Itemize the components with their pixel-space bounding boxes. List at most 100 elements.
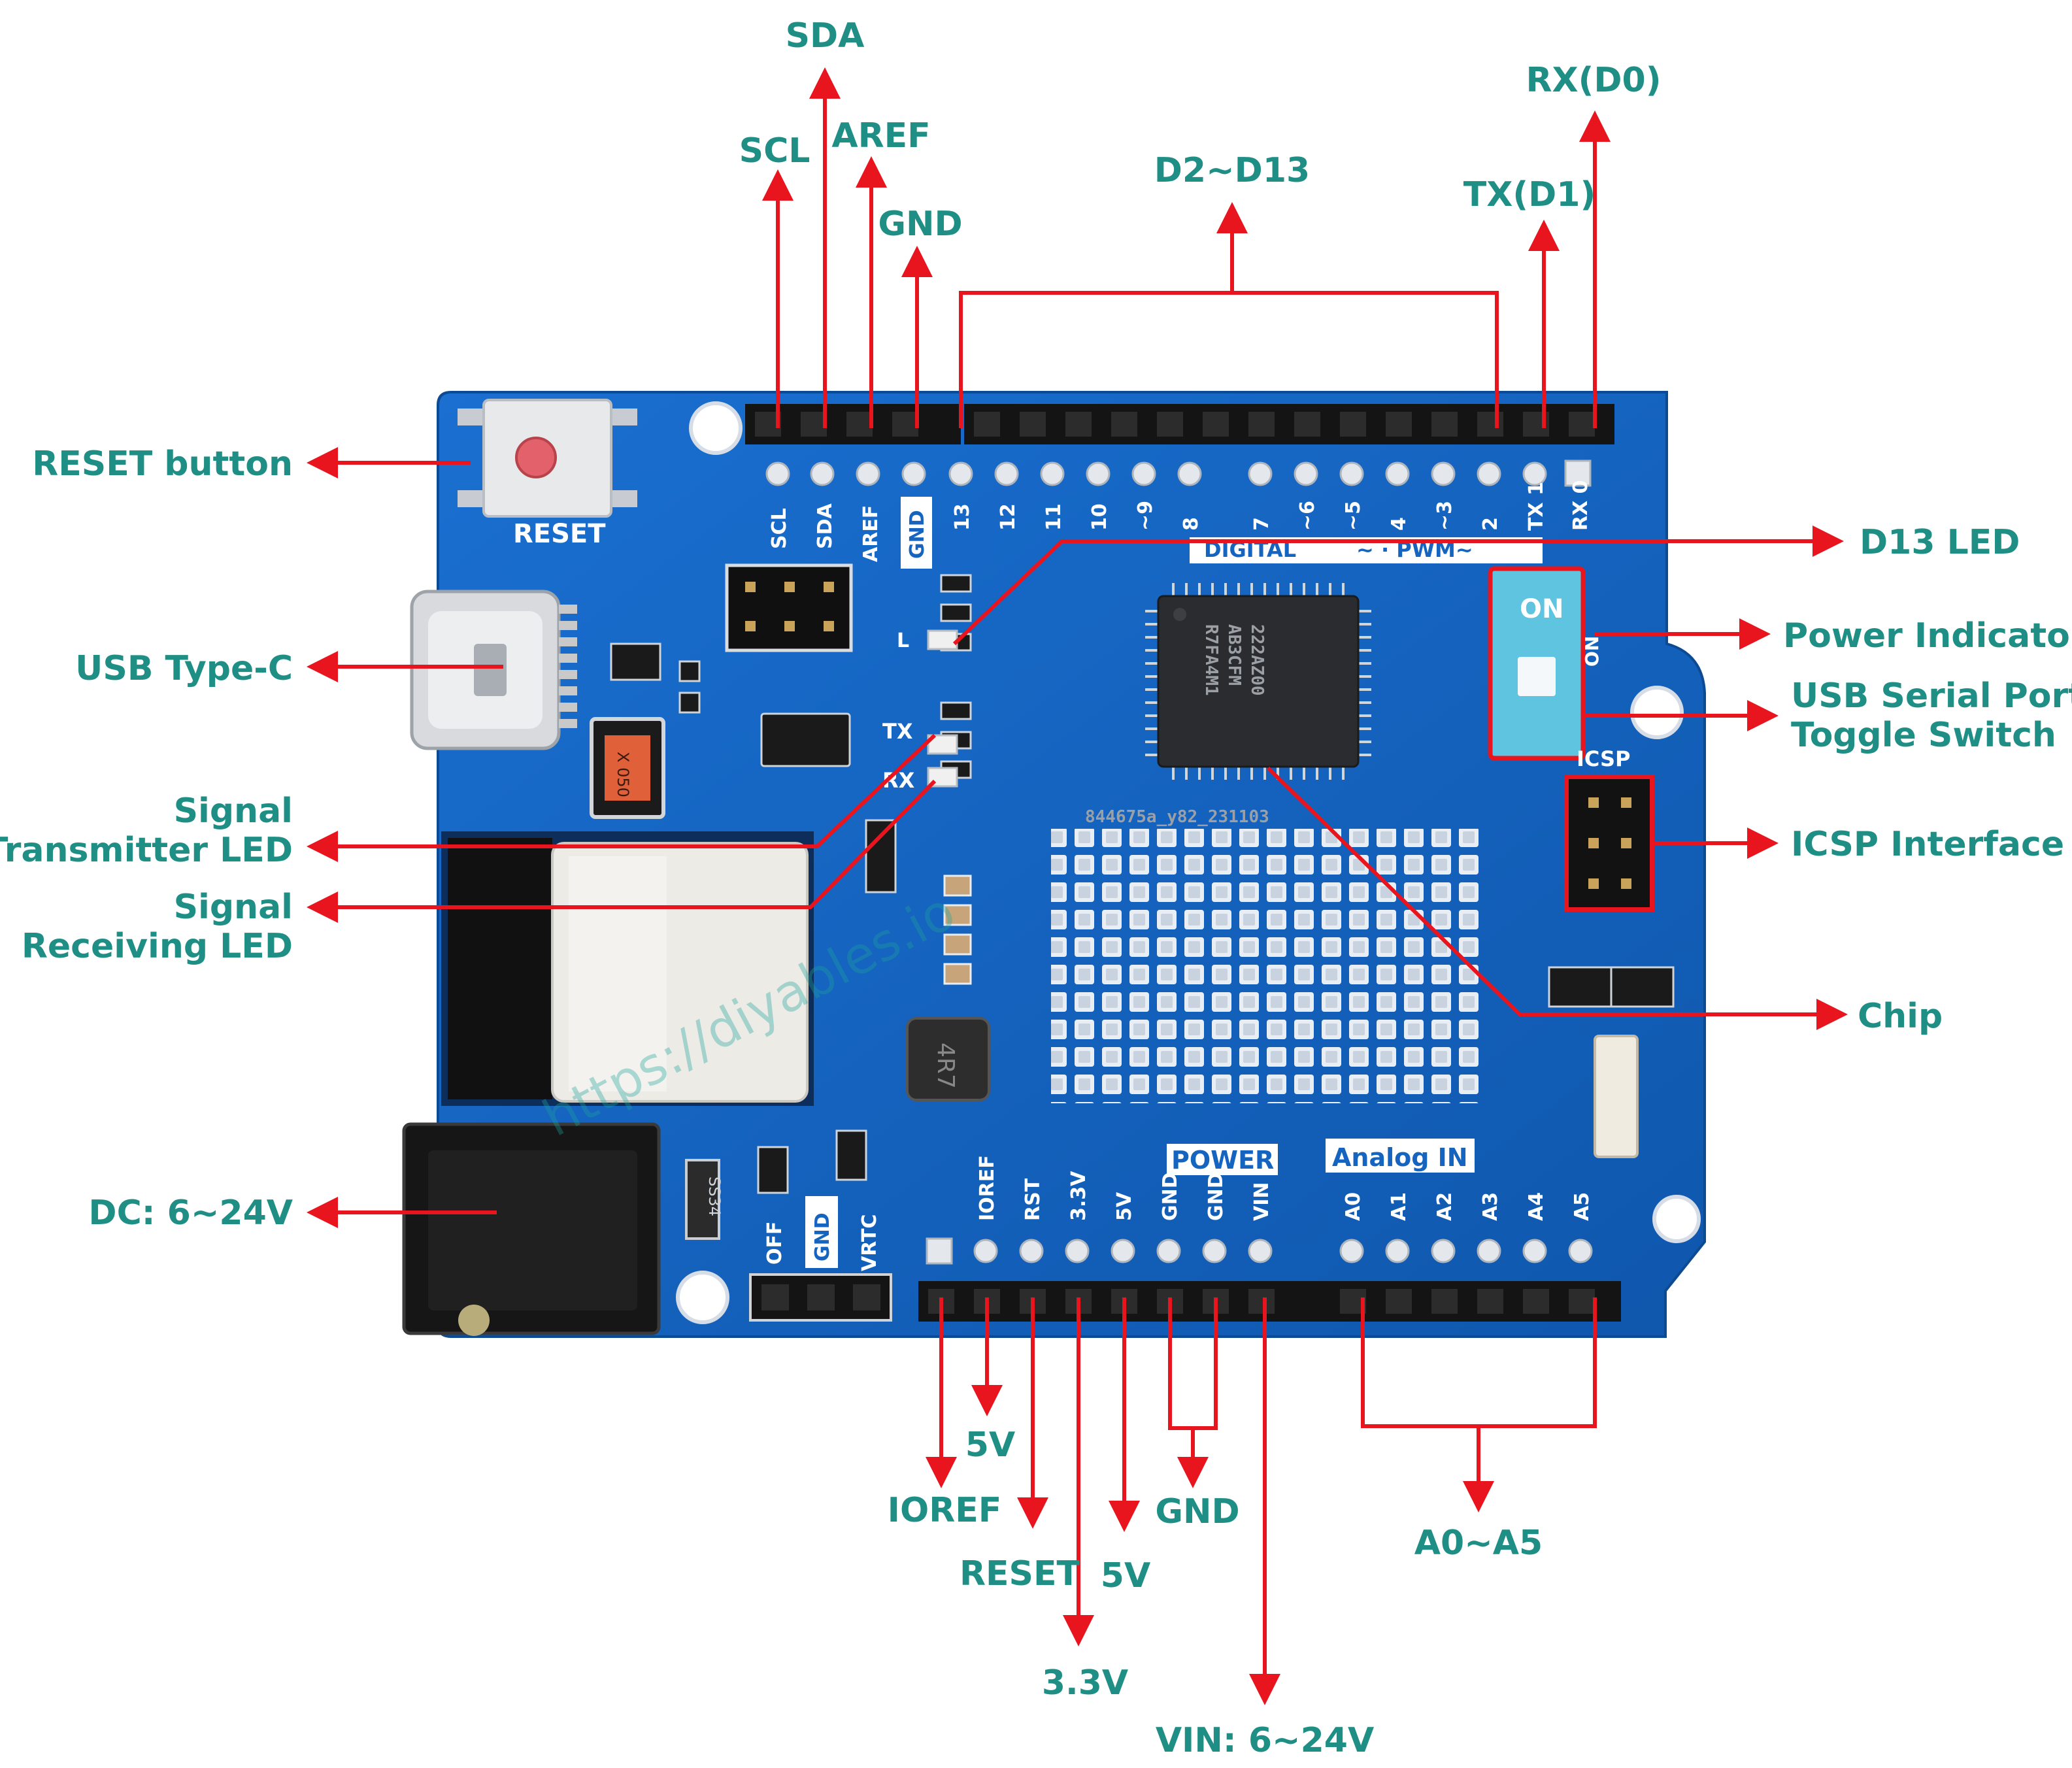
silk-analog-pin-0: A0 [1342,1192,1365,1221]
led-matrix [1051,829,1486,1103]
silk-analog-pin-1: A1 [1388,1192,1411,1221]
silk-gnd-top: GND [906,510,929,559]
label-signal-tx-2: Transmitter LED [0,831,293,870]
mount-hole [1630,686,1684,739]
silk-analog-pin-5: A5 [1571,1192,1594,1221]
label-tx-d1: TX(D1) [1463,175,1596,214]
label-reset-button: RESET button [32,444,293,484]
usb-type-c-port[interactable] [410,590,577,750]
silk-fuse: X 050 [614,752,632,797]
silk-digital-pin-8: ~5 [1342,501,1365,531]
jumper-header[interactable] [725,563,853,652]
arduino-board: RESET SCL SDA AREF GND 13 12 11 10 ~9 8 7 ~6 ~5 4… [402,391,1706,1338]
label-a0-a5: A0~A5 [1414,1524,1543,1563]
silk-digital-pin-13: RX 0 [1569,480,1592,531]
label-signal-tx-1: Signal [174,792,293,831]
reset-button-cap[interactable] [515,437,557,478]
label-sda: SDA [786,16,865,56]
silk-digital-pin-1: 12 [997,503,1020,531]
silk-l: L [897,629,909,652]
silk-digital-pin-11: 2 [1479,517,1502,531]
silk-power-pin-0: IOREF [976,1155,999,1221]
label-d13-led: D13 LED [1860,523,2020,562]
silk-digital-pin-0: 13 [951,503,974,531]
silk-on-led: ON [1581,636,1603,667]
silk-power-pin-4: GND [1159,1172,1182,1221]
label-rx-d0: RX(D0) [1526,61,1661,100]
power-pin-labels: IOREF RST 3.3V 5V GND GND VIN [976,1155,1273,1221]
label-signal-rx-1: Signal [174,888,293,927]
silk-vrtc: VRTC [858,1214,881,1271]
silk-digital-pin-6: 7 [1250,517,1273,531]
silk-gnd-sel: GND [811,1212,834,1261]
callout-labels: SDA SCL AREF GND D2~D13 TX(D1) RX(D0) RE… [0,16,2072,1760]
silk-digital-pin-4: ~9 [1134,501,1157,531]
label-signal-rx-2: Receiving LED [22,927,293,966]
mount-hole [676,1271,729,1324]
usb-serial-toggle-switch[interactable] [1488,566,1586,761]
silk-digital-pin-9: 4 [1388,517,1411,531]
silk-power: POWER [1171,1146,1274,1175]
label-ioref: IOREF [888,1491,1002,1530]
silk-digital-pin-5: 8 [1180,517,1203,531]
silk-digital-pin-2: 11 [1043,503,1065,531]
label-5v-a: 5V [965,1426,1015,1465]
silk-digital-pin-7: ~6 [1296,501,1319,531]
silk-analog-pin-4: A4 [1525,1192,1548,1221]
wifi-module [441,831,814,1106]
reset-button[interactable] [458,399,637,518]
icsp-header[interactable] [1564,775,1654,912]
mount-hole [689,401,743,455]
dc-barrel-jack[interactable] [402,1122,661,1336]
mount-hole [1652,1195,1701,1243]
digital-pin-labels: 13 12 11 10 ~9 8 7 ~6 ~5 4 ~3 2 TX 1 RX 0 [951,480,1592,531]
digital-header [745,404,1614,487]
inductor [906,1017,990,1101]
analog-pin-labels: A0 A1 A2 A3 A4 A5 [1342,1192,1594,1221]
label-5v-b: 5V [1101,1556,1150,1595]
label-reset: RESET [960,1554,1080,1593]
label-vin: VIN: 6~24V [1156,1721,1374,1760]
callout-arrows [307,67,1848,1705]
silk-sda: SDA [814,503,837,549]
silk-off: OFF [763,1222,786,1265]
chip-mark-1: R7FA4M1 [1201,624,1221,696]
silk-icsp: ICSP [1577,746,1630,771]
label-aref: AREF [831,116,930,156]
silk-tx: TX [882,719,913,744]
silk-power-pin-6: VIN [1250,1182,1273,1222]
label-icsp: ICSP Interface [1791,825,2064,864]
silk-inductor: 4R7 [932,1042,959,1089]
label-gnd-bottom: GND [1155,1492,1239,1531]
label-dc-in: DC: 6~24V [88,1193,293,1233]
silk-board-code: 844675a_y82_231103 [1085,807,1269,827]
label-3v3: 3.3V [1042,1663,1128,1703]
diode [685,1159,720,1240]
label-usb-toggle-2: Toggle Switch [1791,716,2056,755]
capacitors [943,875,972,985]
silk-switch-on: ON [1520,594,1563,624]
silk-reset: RESET [513,519,606,549]
silk-analog-pin-3: A3 [1479,1192,1502,1221]
silk-power-pin-2: 3.3V [1067,1171,1090,1221]
silk-aref: AREF [860,505,882,562]
silk-power-pin-5: GND [1205,1172,1228,1221]
label-scl: SCL [739,131,810,171]
silk-analog-pin-2: A2 [1433,1192,1456,1221]
silk-digital-pin-3: 10 [1088,503,1111,531]
silk-digital-pin-12: TX 1 [1525,482,1548,531]
silk-power-pin-1: RST [1022,1178,1044,1221]
label-gnd-top: GND [878,205,962,244]
silk-power-pin-3: 5V [1113,1192,1136,1221]
silk-scl: SCL [768,508,791,549]
rtc-power-header[interactable] [749,1273,892,1322]
jst-connector [1594,1035,1639,1158]
mcu-chip [1145,583,1371,780]
label-usb-toggle-1: USB Serial Port [1791,676,2072,716]
silk-digital-pin-10: ~3 [1433,501,1456,531]
label-usb-type-c: USB Type-C [75,649,293,688]
chip-mark-3: 222AZ00 [1247,624,1267,696]
silk-diode: SS34 [705,1176,724,1216]
label-d2-d13: D2~D13 [1154,151,1310,190]
